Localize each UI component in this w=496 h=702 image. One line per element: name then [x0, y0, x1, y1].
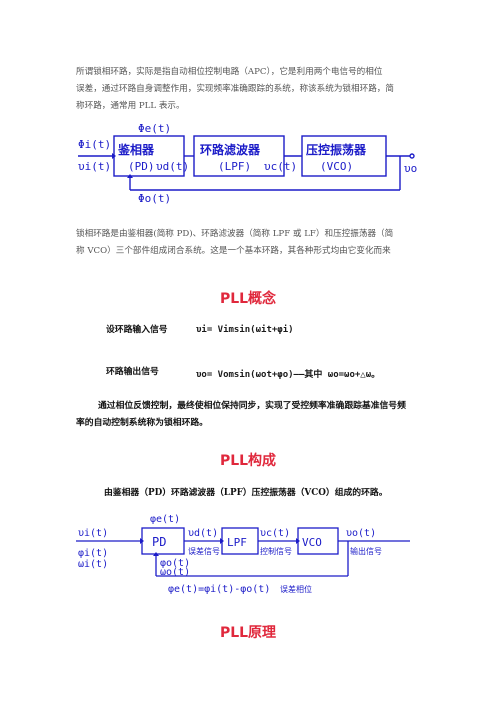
diag1-vd: υd(t) [156, 160, 189, 173]
output-signal-label: 环路输出信号 [106, 367, 159, 377]
intro-line-1: 所谓锁相环路，实际是指自动相位控制电路（APC），它是利用两个电信号的相位 [76, 67, 383, 77]
diag2-omega-i: ωi(t) [78, 559, 108, 570]
diag2-vd: υd(t) [188, 528, 218, 539]
diag1-vc: υc(t) [264, 160, 297, 173]
output-node [409, 153, 415, 159]
input-signal-label: 设环路输入信号 [106, 325, 168, 335]
diag1-lpf-name: 环路滤波器 [200, 142, 261, 157]
diag1-input-phi: Φi(t) [78, 138, 111, 151]
intro-paragraph: 所谓锁相环路，实际是指自动相位控制电路（APC），它是利用两个电信号的相位 误差… [76, 64, 416, 115]
diag2-phi-e-top: φe(t) [150, 514, 180, 525]
diag1-out-v: υo [404, 162, 417, 175]
intro-line-3: 称环路，通常用 PLL 表示。 [76, 101, 185, 111]
diag1-pd-abbr: (PD) [128, 160, 155, 173]
diag2-phi-i: φi(t) [78, 548, 108, 559]
diag2-vi: υi(t) [78, 528, 108, 539]
diag2-phi-o: φo(t) [160, 558, 190, 569]
diag2-eq-desc: 误差相位 [280, 584, 312, 594]
diag1-input-v: υi(t) [78, 160, 111, 173]
section-title-structure: PLL构成 [219, 453, 277, 469]
diag2-pd: PD [152, 535, 166, 549]
desc-paragraph: 锁相环路是由鉴相器(简称 PD)、环路滤波器（简称 LPF 或 LF）和压控振荡… [76, 226, 416, 260]
summary-line-2: 率的自动控制系统称为锁相环路。 [76, 418, 208, 428]
composition-text: 由鉴相器（PD）环路滤波器（LPF）压控振荡器（VCO）组成的环路。 [104, 488, 388, 498]
diag2-equation: φe(t)=φi(t)-φo(t) [168, 584, 270, 595]
desc-line-1: 锁相环路是由鉴相器(简称 PD)、环路滤波器（简称 LPF 或 LF）和压控振荡… [76, 229, 394, 239]
diag1-pd-name: 鉴相器 [117, 142, 155, 157]
diag2-vc-desc: 控制信号 [260, 546, 292, 556]
diag2-omega-o: ωo(t) [160, 567, 190, 578]
output-signal-formula: υo= Vomsin(ωot+φo)——其中 ωo=ωo+△ω。 [196, 370, 381, 380]
diag2-lpf: LPF [227, 536, 247, 549]
diag2-vco: VCO [302, 536, 322, 549]
diag1-lpf-abbr: (LPF) [218, 160, 251, 173]
pll-block-diagram-2: υi(t) φi(t) ωi(t) φe(t) PD υd(t) 误差信号 LP… [76, 514, 410, 595]
diag2-vo: υo(t) [346, 528, 376, 539]
section-title-concept: PLL概念 [219, 291, 277, 307]
section-title-principle: PLL原理 [219, 625, 277, 641]
summary-line-1: 通过相位反馈控制，最终使相位保持同步，实现了受控频率准确跟踪基准信号频 [98, 401, 406, 411]
desc-line-2: 称 VCO）三个部件组成闭合系统。这是一个基本环路，其各种形式均由它变化而来 [76, 246, 391, 256]
diag2-vc: υc(t) [260, 528, 290, 539]
diag2-vo-desc: 输出信号 [350, 546, 382, 556]
diag1-vco-name: 压控振荡器 [306, 142, 367, 157]
diag1-vco-abbr: (VCO) [320, 160, 353, 173]
diag1-top-phi: Φe(t) [138, 122, 171, 135]
diag1-feedback-phi: Φo(t) [138, 192, 171, 205]
summary-paragraph: 通过相位反馈控制，最终使相位保持同步，实现了受控频率准确跟踪基准信号频 率的自动… [76, 398, 426, 432]
diag2-vd-desc: 误差信号 [188, 546, 220, 556]
input-signal-formula: υi= Vimsin(ωit+φi) [196, 325, 294, 335]
pll-block-diagram-1: Φi(t) υi(t) Φe(t) 鉴相器 (PD) υd(t) 环路滤波器 (… [78, 122, 417, 205]
intro-line-2: 误差，通过环路自身调整作用，实现频率准确跟踪的系统，称该系统为锁相环路，简 [76, 84, 394, 94]
